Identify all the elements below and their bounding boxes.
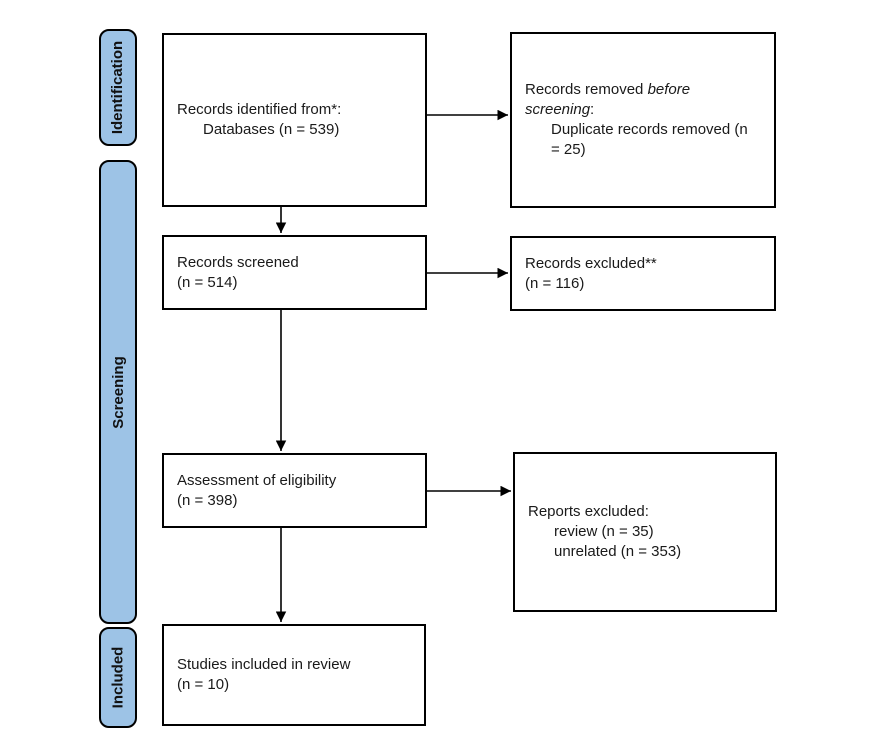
records-removed-line2: screening: [525,100,768,120]
stage-identification: Identification [99,29,137,146]
box-assessment-eligibility: Assessment of eligibility (n = 398) [162,453,427,528]
records-screened-line1: Records screened [177,253,299,271]
records-removed-line2-italic: screening [525,101,591,118]
records-excluded-line2: (n = 116) [525,274,585,292]
records-removed-line1-normal: Records removed [525,81,648,98]
stage-identification-label: Identification [109,40,127,135]
records-removed-line3: Duplicate records removed (n [551,121,748,138]
stage-screening: Screening [99,160,137,624]
records-identified-line2: Databases (n = 539) [203,121,340,138]
records-removed-line1-italic: before [647,81,691,98]
records-screened-line2: (n = 514) [177,273,238,291]
stage-included-label: Included [109,646,127,709]
box-records-identified: Records identified from*: Databases (n =… [162,33,427,207]
reports-excluded-line3: unrelated (n = 353) [554,543,682,560]
assessment-line2: (n = 398) [177,491,238,509]
stage-screening-label: Screening [109,355,127,429]
box-studies-included: Studies included in review (n = 10) [162,624,426,726]
records-removed-line1: Records removed before [525,80,768,100]
records-removed-line2-normal: : [590,101,595,118]
studies-included-line1: Studies included in review [177,656,351,673]
box-reports-excluded: Reports excluded: review (n = 35) unrela… [513,452,777,612]
stage-included: Included [99,627,137,728]
assessment-line1: Assessment of eligibility [177,471,337,489]
box-records-screened: Records screened (n = 514) [162,235,427,310]
reports-excluded-line1: Reports excluded: [528,503,649,520]
records-excluded-line1: Records excluded** [525,254,657,272]
records-identified-line1: Records identified from*: [177,101,342,118]
studies-included-line2: (n = 10) [177,676,230,693]
box-records-removed: Records removed before screening: Duplic… [510,32,776,208]
box-records-excluded: Records excluded** (n = 116) [510,236,776,311]
records-removed-line4: = 25) [551,141,586,158]
reports-excluded-line2: review (n = 35) [554,523,654,540]
